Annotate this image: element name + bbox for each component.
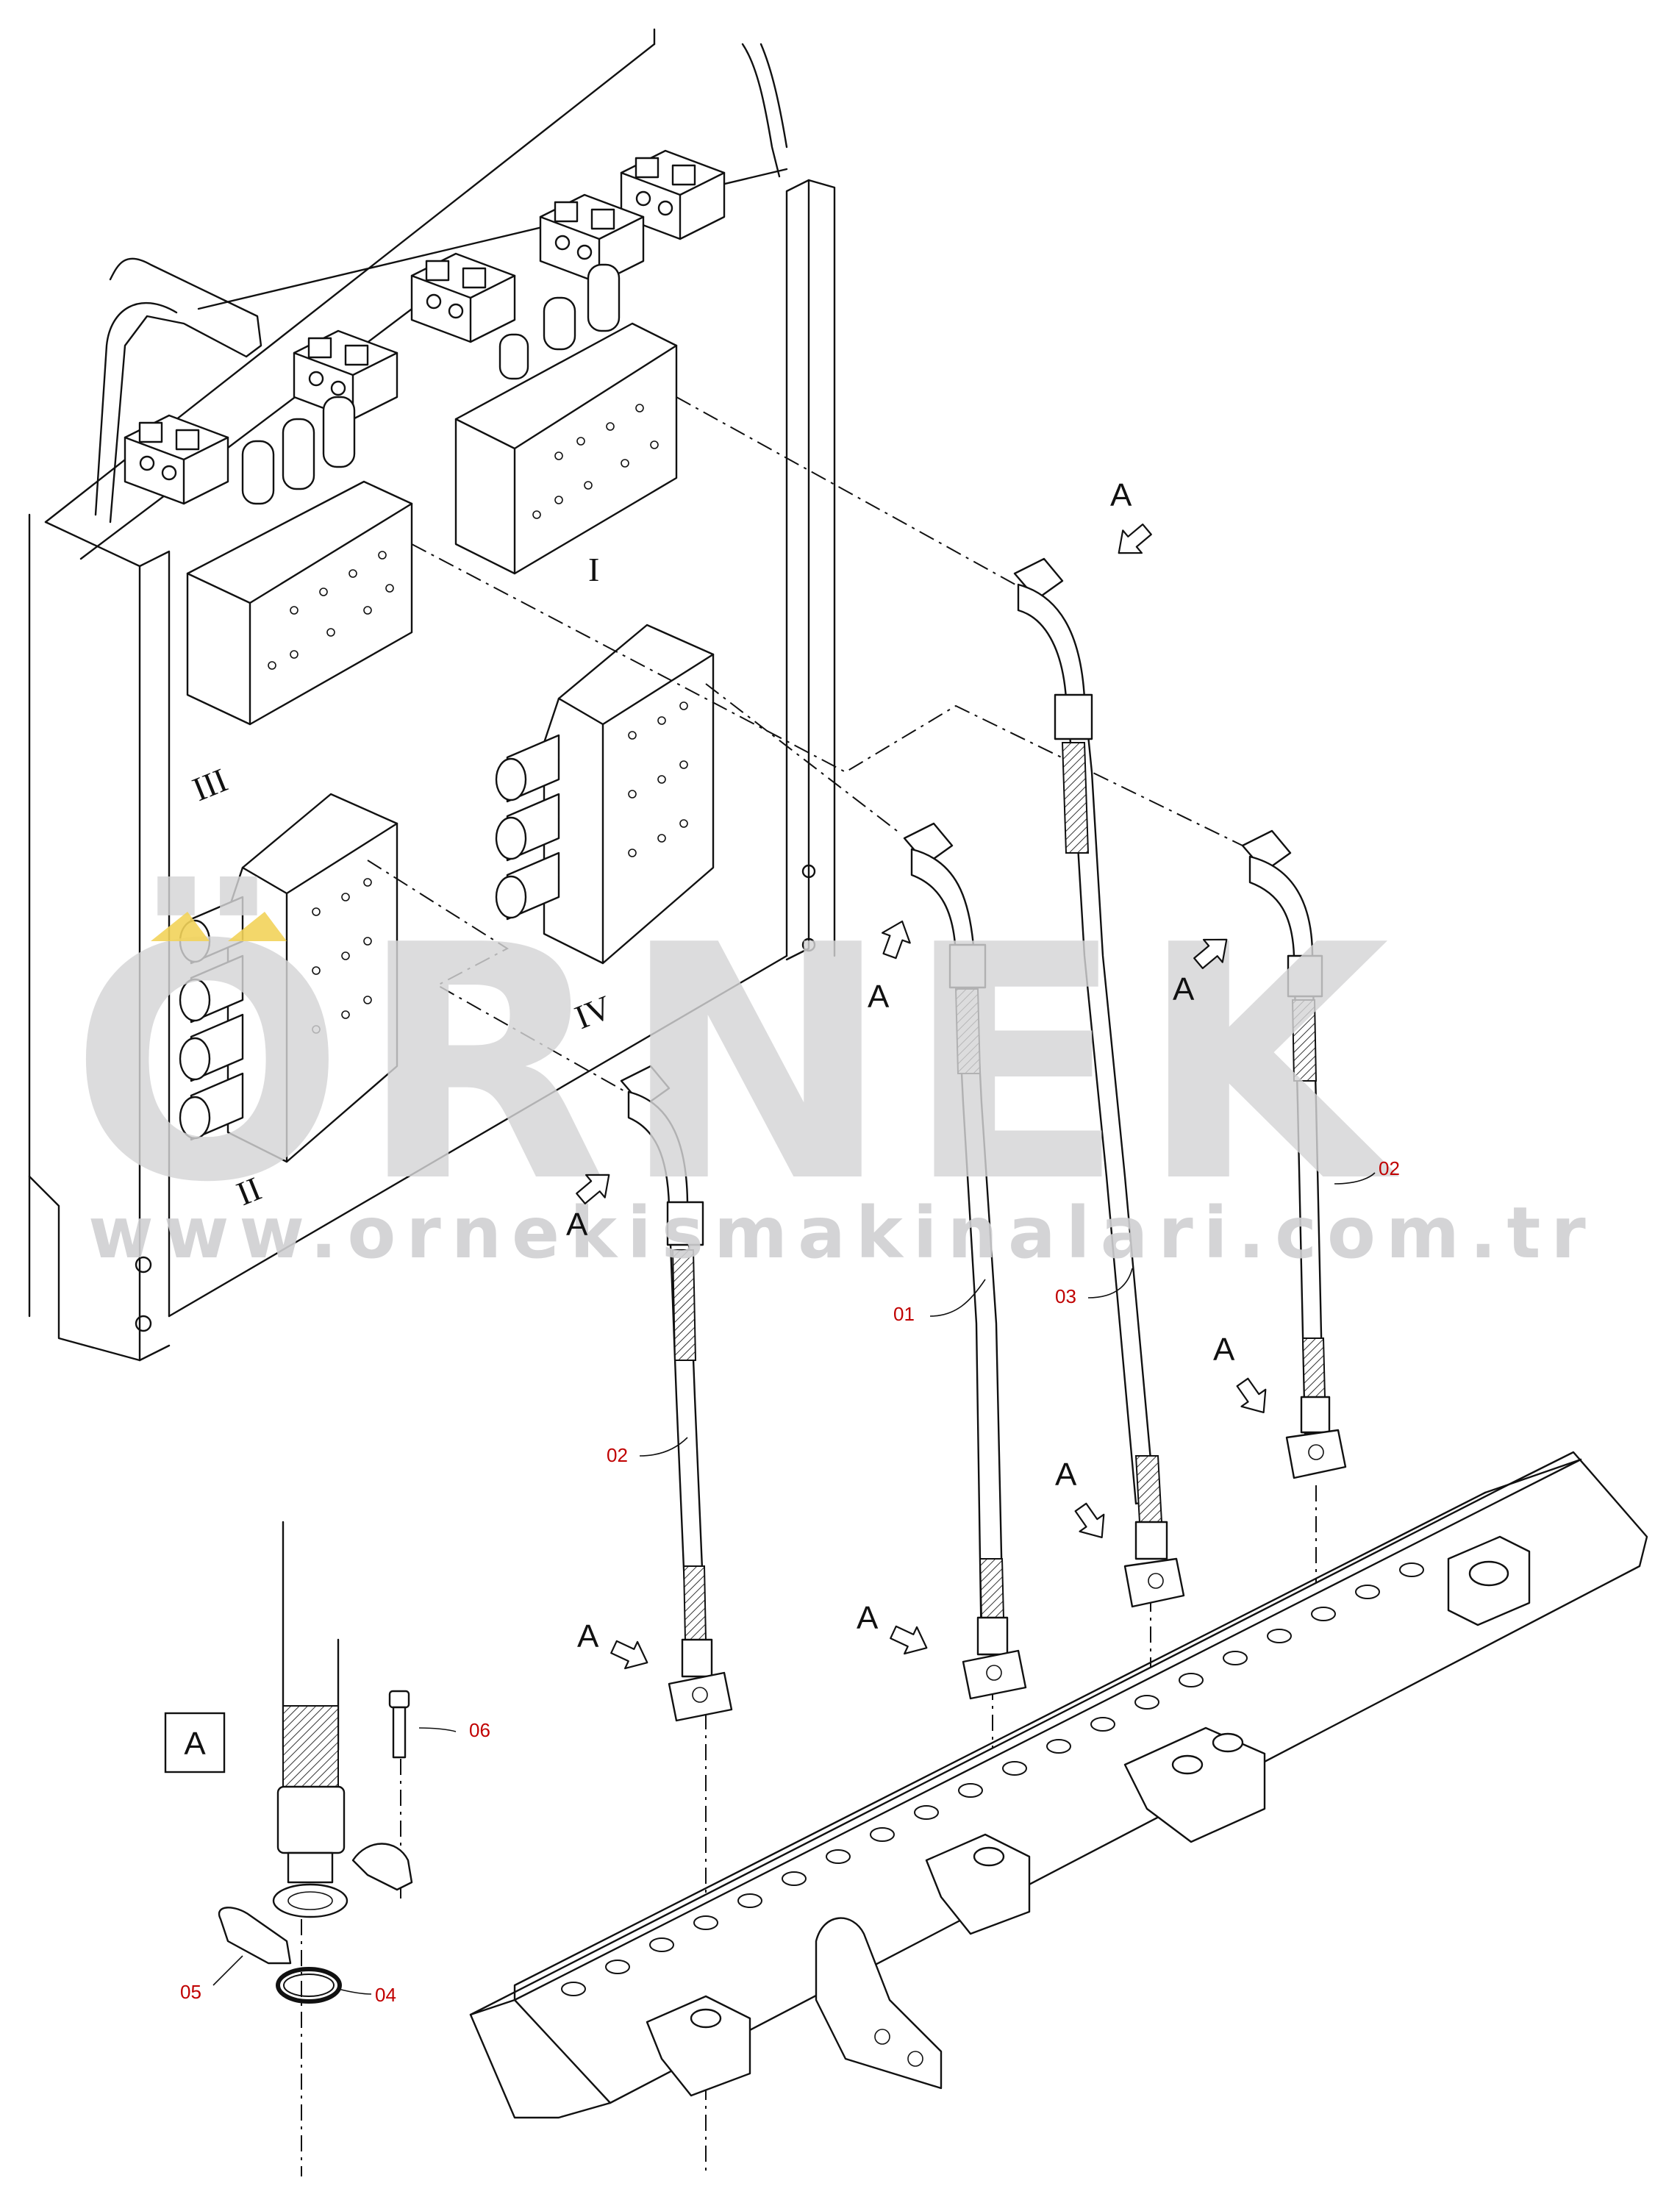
watermark-umlaut-left xyxy=(151,912,210,941)
view-arrow-1 xyxy=(1108,517,1157,565)
valve-label-i: I xyxy=(588,551,599,588)
view-arrow-5 xyxy=(1229,1373,1277,1422)
valve-label-iii: III xyxy=(187,761,233,809)
valve-block-iii: III xyxy=(186,396,413,809)
valve-block-iv: IV xyxy=(495,624,715,1036)
watermark-umlaut-right xyxy=(228,912,287,941)
detail-view-a: A xyxy=(164,1521,413,2004)
view-marker-8: A xyxy=(577,1618,599,1654)
view-arrow-6 xyxy=(1068,1498,1115,1547)
callouts: 01 03 02 02 06 05 04 xyxy=(180,1157,1400,2006)
view-marker-3: A xyxy=(1173,971,1195,1007)
view-arrow-8 xyxy=(607,1632,654,1677)
mounting-frame xyxy=(28,28,836,1362)
callout-01: 01 xyxy=(893,1303,915,1325)
view-arrow-7 xyxy=(886,1618,934,1662)
detail-box-label: A xyxy=(184,1726,206,1762)
hose-01 xyxy=(903,822,1027,1700)
callout-05: 05 xyxy=(180,1981,201,2003)
callout-04: 04 xyxy=(375,1984,396,2006)
valve-block-i: I xyxy=(454,263,678,588)
watermark: ÖRNEK www.ornekismakinalari.com.tr xyxy=(70,874,1596,1275)
callout-02-left: 02 xyxy=(607,1444,628,1466)
callout-06: 06 xyxy=(469,1719,490,1741)
hose-02-right xyxy=(1241,829,1347,1479)
view-marker-1: A xyxy=(1110,477,1132,513)
solenoid-valve-bank-upper xyxy=(124,149,726,505)
callout-03: 03 xyxy=(1055,1285,1076,1307)
detail-box xyxy=(164,1712,226,1774)
callout-02-right: 02 xyxy=(1379,1157,1400,1179)
hose-02-left xyxy=(620,1065,733,1722)
view-arrows: A A A A A A A A xyxy=(566,477,1277,1677)
watermark-brand: ÖRNEK xyxy=(70,874,1403,1254)
view-marker-7: A xyxy=(857,1600,879,1636)
view-marker-4: A xyxy=(566,1207,588,1243)
view-marker-6: A xyxy=(1055,1457,1077,1493)
valve-block-ii: II xyxy=(179,793,398,1212)
watermark-url: www.ornekismakinalari.com.tr xyxy=(88,1192,1596,1274)
view-marker-2: A xyxy=(868,979,890,1015)
view-marker-5: A xyxy=(1213,1332,1235,1368)
hose-03 xyxy=(1013,557,1185,1608)
manifold-bar xyxy=(469,1451,1648,2119)
